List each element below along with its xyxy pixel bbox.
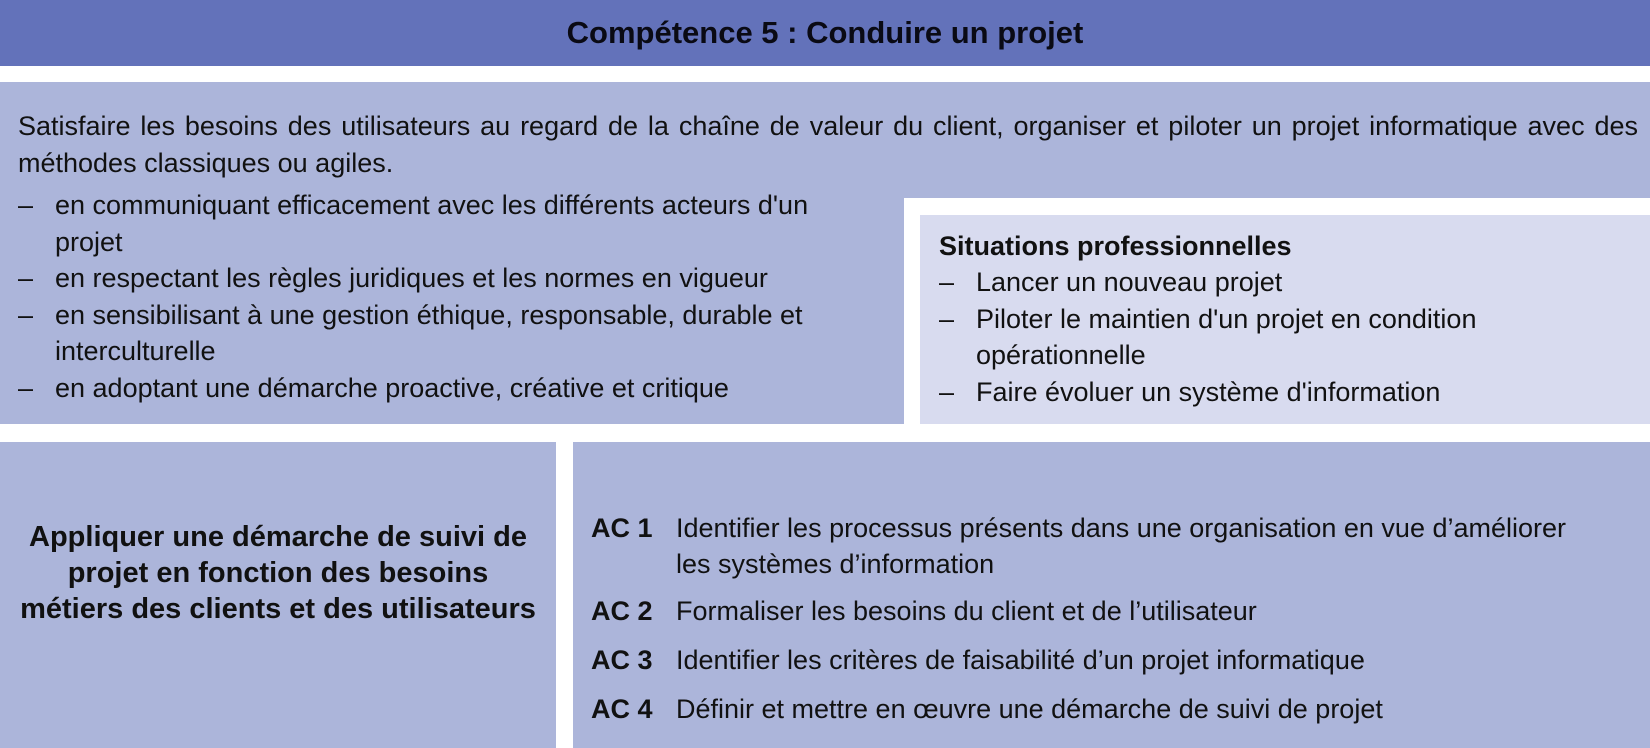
modality-item: en communiquant efficacement avec les di… xyxy=(18,187,880,260)
ac-code: AC 2 xyxy=(591,596,653,626)
modality-item: en adoptant une démarche proactive, créa… xyxy=(18,370,880,407)
competence-title: Compétence 5 : Conduire un projet xyxy=(0,0,1650,66)
situations-title: Situations professionnelles xyxy=(939,231,1292,261)
situations-panel: Situations professionnelles Lancer un no… xyxy=(920,215,1650,424)
ac-text: Identifier les critères de faisabilité d… xyxy=(676,645,1365,675)
modality-item: en sensibilisant à une gestion éthique, … xyxy=(18,297,880,370)
situation-item: Faire évoluer un système d'information xyxy=(939,374,1639,411)
ac-text: Définir et mettre en œuvre une démarche … xyxy=(676,694,1383,724)
ac-text: Identifier les processus présents dans u… xyxy=(676,513,1567,579)
niveau-panel: Appliquer une démarche de suivi de proje… xyxy=(0,442,556,748)
situation-item: Piloter le maintien d'un projet en condi… xyxy=(939,301,1639,374)
ac-code: AC 3 xyxy=(591,645,653,675)
niveau-text: Appliquer une démarche de suivi de proje… xyxy=(20,521,536,625)
apprentissages-critiques-panel: AC 1 Identifier les processus présents d… xyxy=(573,442,1650,748)
modality-item: en respectant les règles juridiques et l… xyxy=(18,260,880,297)
competence-description: Satisfaire les besoins des utilisateurs … xyxy=(18,111,1638,178)
competence-modalities-list: en communiquant efficacement avec les di… xyxy=(18,187,880,406)
ac-code: AC 1 xyxy=(591,513,653,543)
situations-list: Lancer un nouveau projet Piloter le main… xyxy=(939,264,1639,410)
ac-text: Formaliser les besoins du client et de l… xyxy=(676,596,1257,626)
ac-code: AC 4 xyxy=(591,694,653,724)
situation-item: Lancer un nouveau projet xyxy=(939,264,1639,301)
